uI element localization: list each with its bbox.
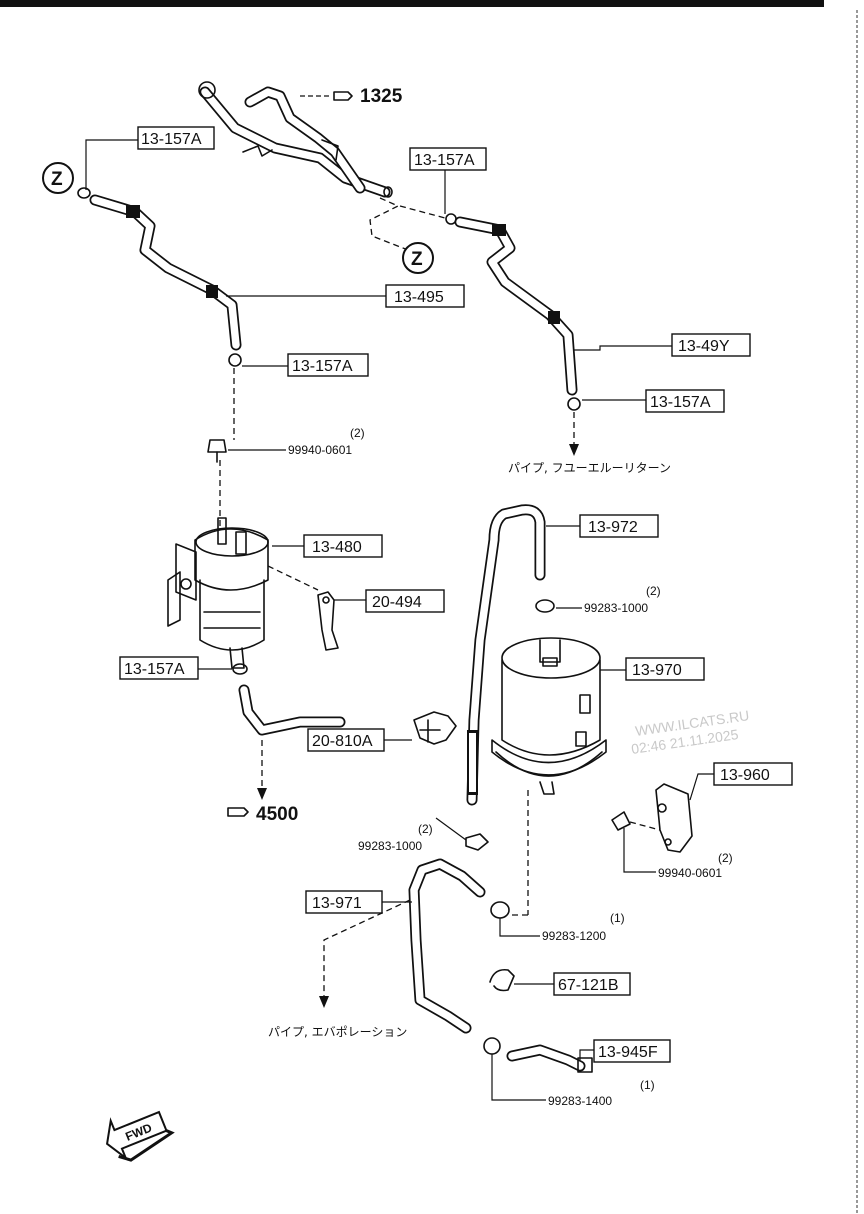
clamp-99283-1000-a[interactable]: 99283-1000 — [584, 601, 648, 615]
svg-text:Z: Z — [411, 249, 423, 270]
part-label-20-494[interactable]: 20-494 — [365, 589, 445, 613]
label-evap-pipe: パイプ, エバポレーション — [268, 1025, 407, 1039]
part-label-13-495[interactable]: 13-495 — [385, 284, 465, 308]
svg-text:13-945F: 13-945F — [598, 1044, 658, 1061]
part-label-67-121B[interactable]: 67-121B — [553, 972, 631, 996]
svg-text:13-157A: 13-157A — [650, 394, 711, 411]
bolt-99940-0601-a[interactable]: 99940-0601 — [288, 443, 352, 457]
ref-1325-icon — [333, 91, 353, 101]
bolt-above-filter — [207, 439, 227, 463]
clamp-99283-1400-label[interactable]: 99283-1400 — [548, 1094, 612, 1108]
connector-z-dashed — [369, 197, 409, 251]
part-label-13-157A-4[interactable]: 13-157A — [645, 389, 725, 413]
bracket-20-494 — [267, 565, 339, 651]
clamp-99283-1200 — [490, 901, 510, 919]
clamp-99283-1000-upper — [535, 599, 555, 613]
part-label-13-972[interactable]: 13-972 — [579, 514, 659, 538]
clamp-99283-1400 — [483, 1037, 501, 1055]
svg-text:13-960: 13-960 — [720, 767, 770, 784]
svg-text:13-495: 13-495 — [394, 289, 444, 306]
part-label-13-970[interactable]: 13-970 — [625, 657, 705, 681]
svg-text:13-971: 13-971 — [312, 895, 362, 912]
z-marker-right: Z — [402, 242, 434, 274]
qty-b1: (2) — [350, 426, 365, 440]
qty-b2: (2) — [646, 584, 661, 598]
part-label-13-157A-2[interactable]: 13-157A — [409, 147, 487, 171]
part-label-13-945F[interactable]: 13-945F — [593, 1039, 671, 1063]
svg-text:20-810A: 20-810A — [312, 733, 373, 750]
ref-4500: 4500 — [256, 804, 298, 825]
pipe-13-972 — [466, 504, 546, 806]
qty-b6: (1) — [640, 1078, 655, 1092]
svg-text:13-970: 13-970 — [632, 662, 682, 679]
clamp-99283-1000-b[interactable]: 99283-1000 — [358, 839, 422, 853]
part-label-13-480[interactable]: 13-480 — [303, 534, 383, 558]
return-arrow-icon — [569, 444, 579, 456]
ref-4500-icon — [227, 807, 249, 817]
qty-b5: (1) — [610, 911, 625, 925]
fuel-filter-13-480 — [167, 517, 269, 669]
clip-67-121B — [489, 968, 515, 992]
svg-text:13-157A: 13-157A — [414, 152, 475, 169]
part-label-13-157A-1[interactable]: 13-157A — [137, 126, 215, 150]
bolt-99940-0601-b[interactable]: 99940-0601 — [658, 866, 722, 880]
z-marker-left: Z — [42, 162, 74, 194]
qty-b4: (2) — [718, 851, 733, 865]
fwd-arrow-icon: FWD — [105, 1110, 175, 1162]
connector-20-810A — [413, 711, 457, 745]
lower-filter-hose — [232, 663, 346, 736]
svg-text:13-157A: 13-157A — [292, 358, 353, 375]
part-label-13-157A-3[interactable]: 13-157A — [287, 353, 369, 377]
hose-13-49Y — [445, 213, 581, 411]
svg-text:20-494: 20-494 — [372, 594, 422, 611]
part-label-20-810A[interactable]: 20-810A — [307, 728, 385, 752]
svg-text:13-972: 13-972 — [588, 519, 638, 536]
svg-text:13-157A: 13-157A — [124, 661, 185, 678]
svg-text:Z: Z — [51, 169, 63, 190]
svg-text:13-49Y: 13-49Y — [678, 338, 730, 355]
clamp-99283-1200-label[interactable]: 99283-1200 — [542, 929, 606, 943]
hose-13-495 — [77, 187, 242, 367]
clamp-99283-1000-lower — [465, 833, 489, 851]
part-label-13-960[interactable]: 13-960 — [713, 762, 793, 786]
hose-13-945F — [506, 1044, 593, 1073]
qty-b3: (2) — [418, 822, 433, 836]
evap-line-dashed — [323, 899, 411, 998]
part-label-13-971[interactable]: 13-971 — [305, 890, 383, 914]
label-return-pipe: パイプ, フユーエルーリターン — [508, 461, 671, 475]
part-label-13-49Y[interactable]: 13-49Y — [671, 333, 751, 357]
canister-13-970 — [491, 637, 607, 795]
bracket-13-960 — [611, 783, 693, 853]
svg-text:67-121B: 67-121B — [558, 977, 619, 994]
part-label-13-157A-5[interactable]: 13-157A — [119, 656, 199, 680]
svg-text:13-157A: 13-157A — [141, 131, 202, 148]
upper-pipe-assembly — [198, 81, 393, 198]
top-border — [0, 0, 824, 7]
hose-13-971 — [408, 858, 486, 1034]
svg-text:13-480: 13-480 — [312, 539, 362, 556]
ref-1325: 1325 — [360, 86, 403, 107]
